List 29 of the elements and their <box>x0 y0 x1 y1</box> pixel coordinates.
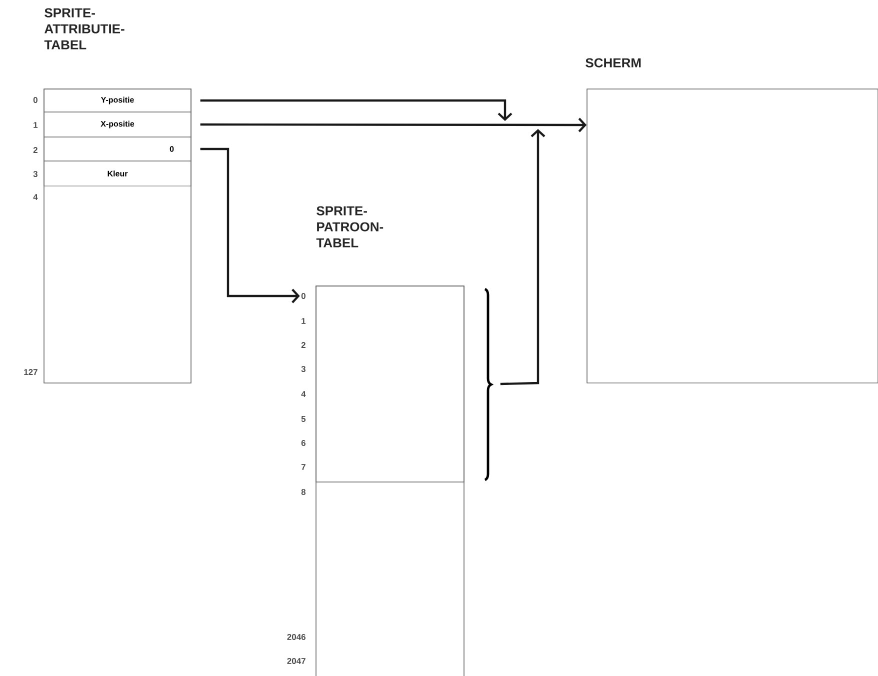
table-cell: X-positie <box>44 112 192 138</box>
table-title: SPRITE- ATTRIBUTIE- TABEL <box>44 8 124 50</box>
table-cell: Kleur <box>44 160 192 186</box>
index-number: 2046 <box>287 634 306 640</box>
index-number: 1 <box>34 122 38 128</box>
index-number: 3 <box>301 366 306 372</box>
table-cell: Y-positie <box>44 88 192 112</box>
index-number: 127 <box>24 369 38 375</box>
index-number: 1 <box>302 318 306 324</box>
index-number: 2047 <box>287 658 306 664</box>
index-number: 0 <box>301 293 306 299</box>
index-number: 4 <box>301 391 306 397</box>
arrow <box>200 148 300 304</box>
pattern-block <box>316 286 464 482</box>
index-number: 2 <box>33 147 38 153</box>
index-number: 8 <box>301 489 306 495</box>
index-number: 4 <box>33 194 38 200</box>
arrow <box>500 129 546 386</box>
index-number: 6 <box>301 440 306 446</box>
index-number: 3 <box>33 170 38 177</box>
arrow <box>200 118 587 132</box>
index-number: 0 <box>33 97 38 103</box>
table-cell: 0 <box>44 136 192 162</box>
index-number: 5 <box>301 416 306 422</box>
table-title: SCHERM <box>586 58 641 68</box>
arrow <box>200 99 512 121</box>
index-number: 7 <box>301 464 306 470</box>
table-title: SPRITE- PATROON- TABEL <box>316 206 384 248</box>
index-number: 2 <box>301 342 306 348</box>
